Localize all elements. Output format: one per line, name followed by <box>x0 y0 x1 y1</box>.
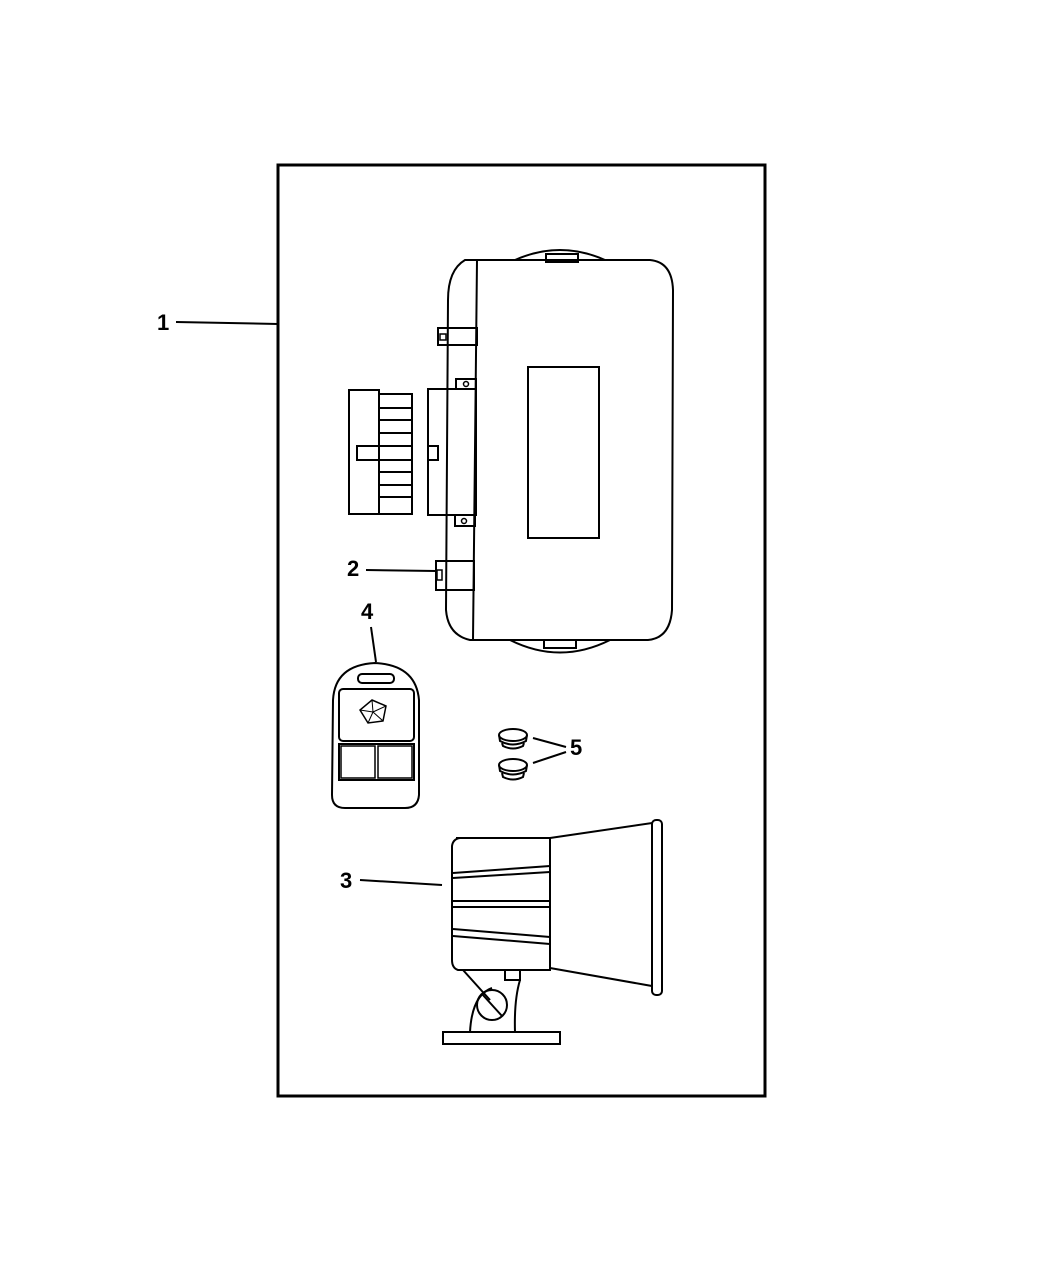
leader-line-1 <box>175 321 279 325</box>
alarm-module <box>348 249 675 654</box>
callout-3: 3 <box>340 868 353 893</box>
siren <box>359 819 663 1045</box>
callout-1: 1 <box>157 310 170 335</box>
callout-4: 4 <box>361 599 374 624</box>
grommets <box>498 728 567 781</box>
callout-5: 5 <box>570 735 583 760</box>
key-fob-transmitter <box>330 626 420 809</box>
callout-2: 2 <box>347 556 360 581</box>
kit-frame <box>276 163 767 1098</box>
leader-line-2 <box>365 569 437 572</box>
